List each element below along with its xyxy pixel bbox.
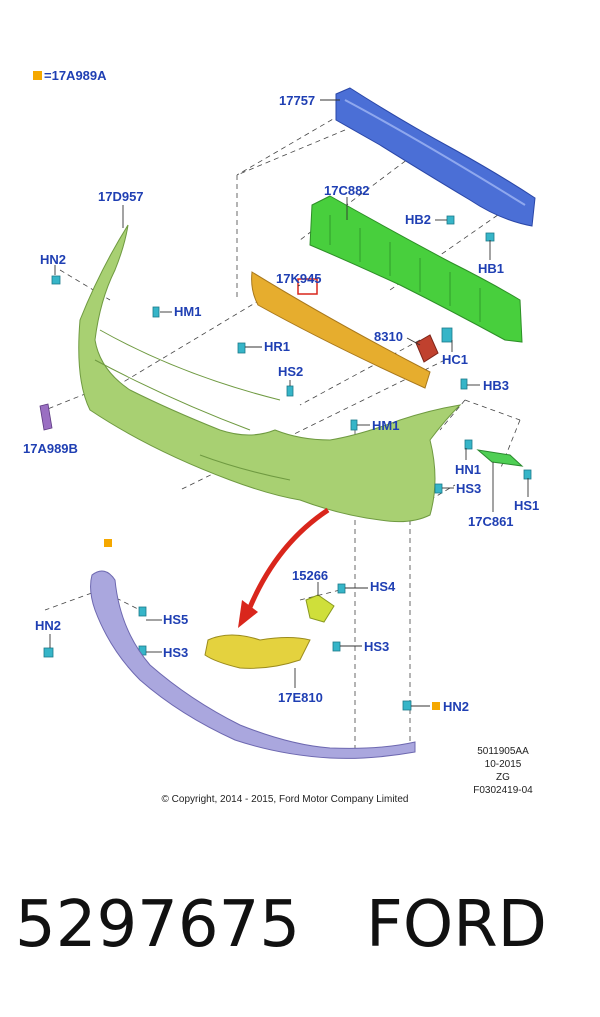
label-HS2: HS2 [278, 364, 304, 379]
retainer-17A989B-part [39, 403, 53, 431]
copyright-notice: © Copyright, 2014 - 2015, Ford Motor Com… [161, 794, 409, 805]
label-HB2: HB2 [405, 212, 432, 227]
bumper-cover-part [78, 224, 462, 523]
meta-zone: ZG [496, 772, 510, 783]
legend-marker-square [104, 539, 112, 547]
absorber-strip-part [251, 271, 431, 389]
label-15266: 15266 [292, 568, 329, 583]
detail-arrow [245, 507, 330, 613]
label-HS5: HS5 [163, 612, 189, 627]
label-17C861: 17C861 [468, 514, 514, 529]
figure-meta: 5011905AA 10-2015 ZG F0302419-04 [458, 745, 548, 797]
label-HN2-bottom: HN2 [443, 699, 470, 714]
parts-diagram: =17A989A 17757 17C882 HB2 HB1 17D957 HN2… [23, 69, 548, 805]
label-HS3-right: HS3 [456, 481, 482, 496]
lower-lip-part [90, 570, 416, 759]
legend-text: =17A989A [44, 68, 107, 83]
label-8310: 8310 [374, 329, 403, 344]
label-HN2-top: HN2 [40, 252, 67, 267]
bumper-reinforcement-part [335, 87, 536, 227]
label-17D957: 17D957 [98, 189, 144, 204]
meta-date: 10-2015 [484, 759, 522, 770]
diagram-canvas [39, 87, 536, 759]
label-17757: 17757 [279, 93, 316, 108]
bracket-17C861-part [476, 449, 524, 467]
label-17E810: 17E810 [278, 690, 323, 705]
label-HN2-left: HN2 [35, 618, 62, 633]
legend-marker-icon [33, 71, 42, 80]
part-number: 5297675 [15, 888, 301, 962]
label-HC1: HC1 [442, 352, 469, 367]
label-HM1-b: HM1 [372, 418, 400, 433]
label-HN1: HN1 [455, 462, 482, 477]
label-HB1: HB1 [478, 261, 505, 276]
label-HS1: HS1 [514, 498, 540, 513]
label-HR1: HR1 [264, 339, 291, 354]
label-HS3-left: HS3 [163, 645, 189, 660]
clip-fasteners [43, 215, 532, 711]
label-HS3-mid: HS3 [364, 639, 390, 654]
bracket-8310-part [415, 334, 439, 363]
bracket-15266-part [305, 594, 335, 623]
leader-lines [49, 99, 529, 707]
label-HB3: HB3 [483, 378, 510, 393]
label-17A989B: 17A989B [23, 441, 78, 456]
meta-figure: F0302419-04 [473, 785, 533, 796]
housing-17E810-part [204, 634, 311, 669]
label-17C882: 17C882 [324, 183, 370, 198]
energy-absorber-part [309, 195, 523, 343]
legend: =17A989A [33, 69, 107, 82]
label-HM1-a: HM1 [174, 304, 202, 319]
legend-marker-box [297, 278, 318, 295]
brand-name: FORD [366, 888, 547, 962]
label-17K945: 17K945 [276, 271, 322, 286]
meta-code: 5011905AA [477, 746, 529, 757]
label-HS4: HS4 [370, 579, 396, 594]
legend-marker-square-hn2 [432, 702, 440, 710]
